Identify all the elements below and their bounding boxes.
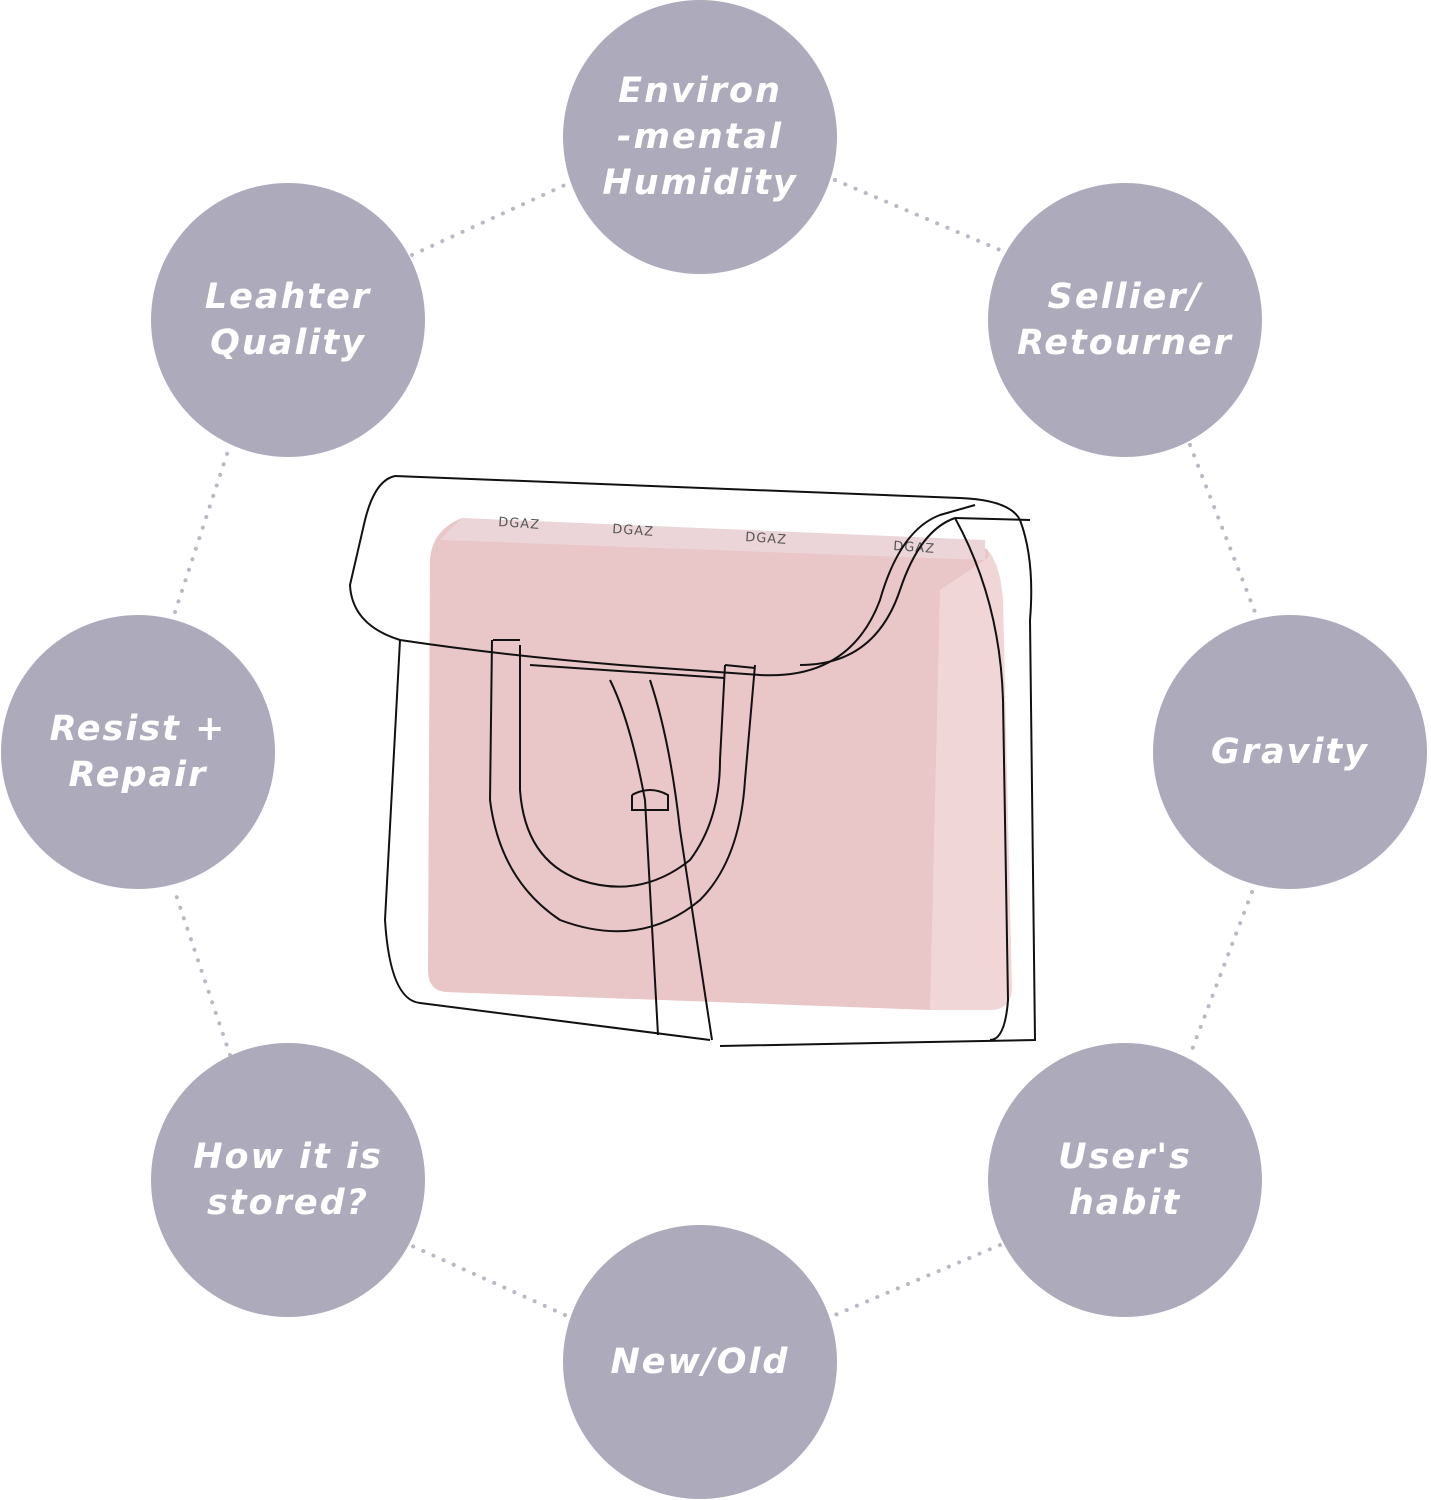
brand-label: DGAZ [498, 515, 541, 533]
factor-users-habit: User's habit [988, 1043, 1262, 1317]
factor-gravity: Gravity [1153, 615, 1427, 889]
brand-label: DGAZ [893, 539, 936, 557]
factor-environmental-humidity: Environ -mental Humidity [563, 0, 837, 274]
factor-resist-repair: Resist + Repair [1, 615, 275, 889]
factor-new-old: New/Old [563, 1225, 837, 1499]
brand-label: DGAZ [612, 522, 655, 540]
factor-how-stored: How it is stored? [151, 1043, 425, 1317]
factor-leather-quality: Leahter Quality [151, 183, 425, 457]
factor-sellier-retourner: Sellier/ Retourner [988, 183, 1262, 457]
brand-label: DGAZ [745, 530, 788, 548]
